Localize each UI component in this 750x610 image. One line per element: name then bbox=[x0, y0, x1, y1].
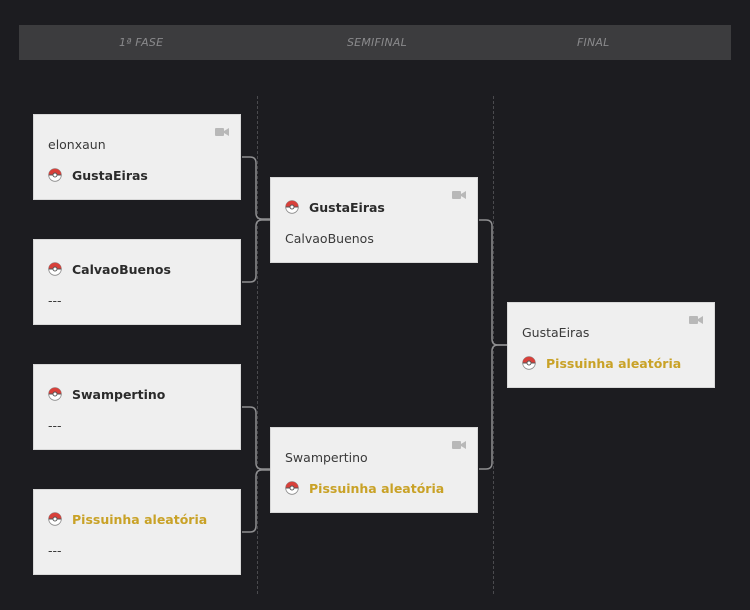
round-divider bbox=[493, 96, 494, 594]
player-row-winner: Swampertino bbox=[48, 384, 165, 404]
pokeball-icon bbox=[48, 512, 62, 526]
player-name: elonxaun bbox=[48, 136, 106, 152]
player-name: GustaEiras bbox=[309, 199, 385, 215]
round-label-final: FINAL bbox=[577, 36, 610, 49]
match-card-r1m1[interactable]: elonxaun GustaEiras bbox=[33, 114, 241, 200]
match-card-r1m3[interactable]: Swampertino --- bbox=[33, 364, 241, 450]
player-row-winner: Pissuinha aleatória bbox=[285, 478, 444, 498]
player-row: --- bbox=[48, 415, 62, 435]
pokeball-icon bbox=[48, 168, 62, 182]
player-row: GustaEiras bbox=[522, 322, 589, 342]
player-name: GustaEiras bbox=[522, 324, 590, 340]
pokeball-icon bbox=[285, 481, 299, 495]
match-card-semifinal-1[interactable]: GustaEiras CalvaoBuenos bbox=[270, 177, 478, 263]
pokeball-icon bbox=[48, 262, 62, 276]
player-row-winner: Pissuinha aleatória bbox=[48, 509, 207, 529]
match-card-semifinal-2[interactable]: Swampertino Pissuinha aleatória bbox=[270, 427, 478, 513]
round-divider bbox=[257, 96, 258, 594]
video-camera-icon[interactable] bbox=[452, 440, 466, 450]
match-card-r1m4[interactable]: Pissuinha aleatória --- bbox=[33, 489, 241, 575]
player-row: elonxaun bbox=[48, 134, 106, 154]
round-label-semifinal: SEMIFINAL bbox=[347, 36, 407, 49]
round-label-first-phase: 1ª FASE bbox=[119, 36, 164, 49]
bracket-header: 1ª FASE SEMIFINAL FINAL bbox=[19, 25, 731, 60]
pokeball-icon bbox=[522, 356, 536, 370]
player-name: Swampertino bbox=[285, 449, 368, 465]
player-name: GustaEiras bbox=[72, 167, 148, 183]
player-row-winner: GustaEiras bbox=[48, 165, 148, 185]
match-card-r1m2[interactable]: CalvaoBuenos --- bbox=[33, 239, 241, 325]
player-row: --- bbox=[48, 290, 62, 310]
player-row: Swampertino bbox=[285, 447, 368, 467]
player-row-winner: CalvaoBuenos bbox=[48, 259, 171, 279]
match-card-final[interactable]: GustaEiras Pissuinha aleatória bbox=[507, 302, 715, 388]
player-name: --- bbox=[48, 542, 62, 558]
player-row-winner: Pissuinha aleatória bbox=[522, 353, 681, 373]
player-row: --- bbox=[48, 540, 62, 560]
player-row: CalvaoBuenos bbox=[285, 228, 374, 248]
player-name: CalvaoBuenos bbox=[285, 230, 374, 246]
player-name: --- bbox=[48, 417, 62, 433]
player-name: --- bbox=[48, 292, 62, 308]
pokeball-icon bbox=[48, 387, 62, 401]
player-name: Pissuinha aleatória bbox=[72, 511, 208, 527]
player-name: Pissuinha aleatória bbox=[309, 480, 445, 496]
player-name: Pissuinha aleatória bbox=[546, 355, 682, 371]
video-camera-icon[interactable] bbox=[452, 190, 466, 200]
player-name: Swampertino bbox=[72, 386, 166, 402]
pokeball-icon bbox=[285, 200, 299, 214]
player-row-winner: GustaEiras bbox=[285, 197, 385, 217]
player-name: CalvaoBuenos bbox=[72, 261, 171, 277]
video-camera-icon[interactable] bbox=[215, 127, 229, 137]
video-camera-icon[interactable] bbox=[689, 315, 703, 325]
